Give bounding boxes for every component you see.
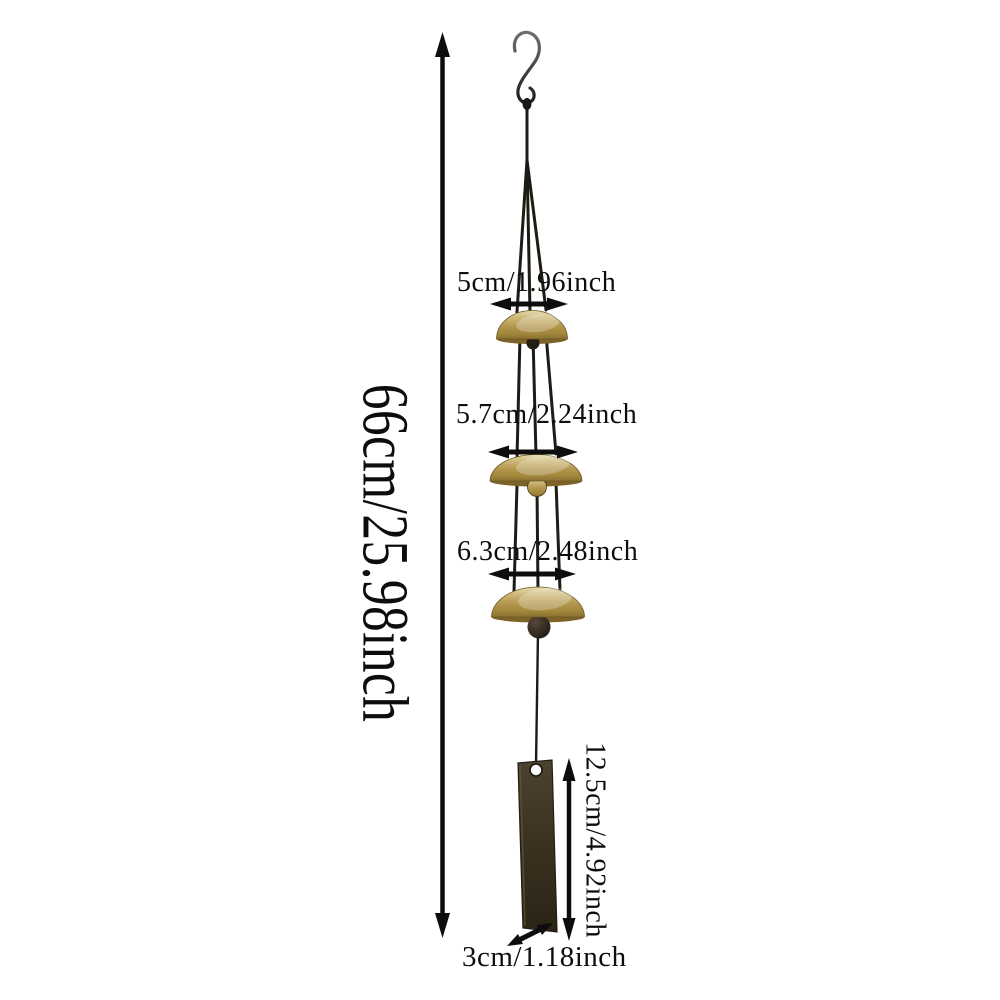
dimension-arrows	[435, 32, 578, 946]
middle-bell-width-arrow	[488, 445, 578, 459]
top-bell-width-label: 5cm/1.96inch	[457, 267, 617, 298]
large-bell	[491, 586, 585, 639]
large-bell-clapper-ball	[527, 615, 551, 639]
bottom-bell-width-label: 6.3cm/2.48inch	[457, 536, 639, 567]
wind-catcher-width-label: 3cm/1.18inch	[462, 941, 627, 973]
medium-bell	[489, 454, 583, 497]
overall-height-arrow	[435, 32, 450, 938]
bottom-bell-width-arrow	[488, 567, 576, 581]
small-bell	[496, 310, 568, 350]
top-bell-width-arrow	[490, 297, 568, 311]
wind-catcher-height-label: 12.5cm/4.92inch	[579, 742, 611, 938]
overall-height-label: 66cm/25.98inch	[348, 383, 422, 723]
small-bell-clapper	[526, 336, 540, 350]
s-hook-icon	[512, 30, 541, 113]
middle-bell-width-label: 5.7cm/2.24inch	[456, 399, 638, 430]
wind-catcher-width-arrow	[507, 923, 553, 946]
wind-catcher-height-arrow	[562, 758, 576, 941]
wind-catcher-plate	[517, 759, 558, 933]
wind-catcher-hole	[529, 763, 543, 777]
hanging-cords	[512, 106, 562, 768]
